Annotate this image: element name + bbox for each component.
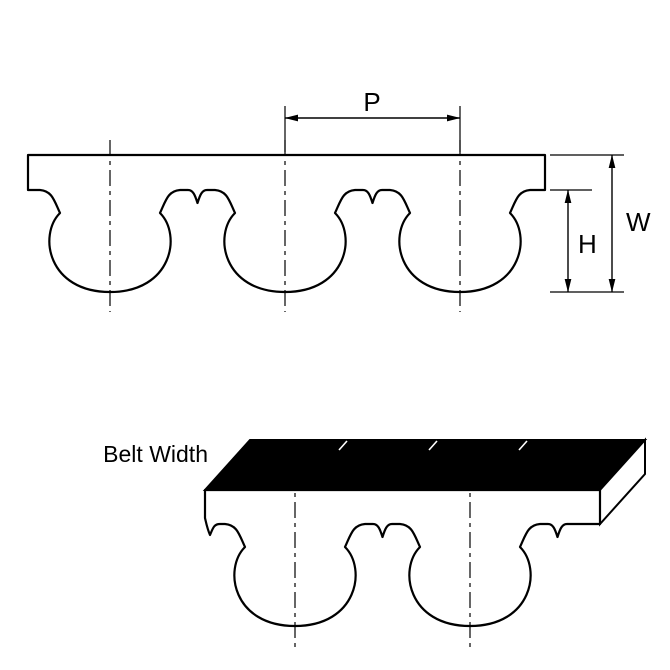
- belt-profile-view: P W H: [26, 87, 651, 312]
- belt-3d-view: Belt Width: [103, 437, 648, 648]
- top-face-tick: [518, 440, 528, 451]
- top-face-tick: [428, 440, 438, 451]
- belt-top-face: [202, 439, 648, 491]
- top-face-tick: [338, 440, 348, 451]
- belt-width-label: Belt Width: [103, 441, 208, 467]
- belt-width-dimension-arrow: [214, 445, 251, 486]
- belt-front-profile-outline: [203, 488, 602, 628]
- belt-profile-outline: [26, 153, 547, 294]
- pitch-label: P: [363, 87, 380, 117]
- tooth-height-label: H: [578, 229, 597, 259]
- belt-height-label: W: [626, 207, 651, 237]
